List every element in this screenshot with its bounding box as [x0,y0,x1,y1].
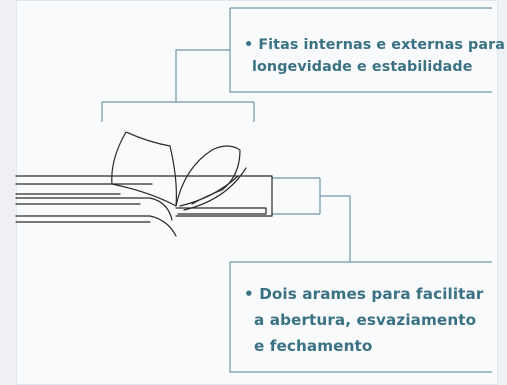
bag-wire-inner [175,207,267,215]
top-callout-frame [229,8,492,93]
diagram-panel [16,0,498,385]
bottom-callout-frame [229,262,492,373]
bottom-callout-text: • Dois arames para facilitar a abertura,… [244,281,504,359]
bottom-callout-line-1: • Dois arames para facilitar [244,285,484,303]
bottom-callout-leader [320,195,351,262]
bottom-callout-line-2: a abertura, esvaziamento [254,311,477,329]
top-callout-bracket [101,7,492,122]
top-callout-leader [175,49,230,102]
bag-inner-edge [15,197,173,221]
bag-tape-strip-1 [179,175,239,207]
bag-flap-left [111,131,177,207]
top-callout-text: • Fitas internas e externas para longevi… [244,34,505,78]
top-callout-line-2: longevidade e estabilidade [252,59,473,75]
bag-drawing [15,131,273,237]
bottom-callout-line-3: e fechamento [254,337,373,355]
bag-tape-strip-2 [183,167,247,211]
bottom-callout-bracket [229,177,492,373]
bag-corner-front [149,215,177,237]
bag-body-outline [15,175,273,217]
top-callout-line-1: • Fitas internas e externas para [244,37,505,53]
